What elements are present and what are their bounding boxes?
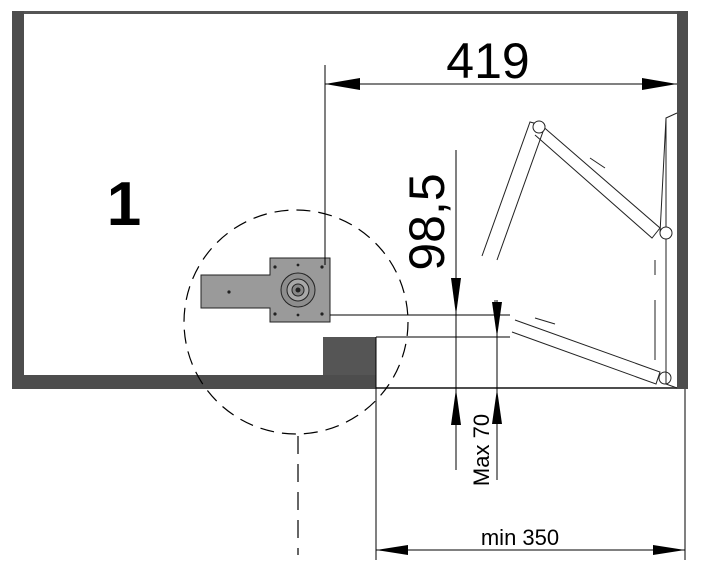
- swing-mechanism: [481, 112, 678, 389]
- cabinet-outline: [12, 11, 688, 389]
- dimension-width-top: [324, 65, 677, 265]
- dimension-max-gap-label: Max 70: [469, 414, 494, 486]
- cabinet-bottom-left: [12, 375, 376, 389]
- cabinet-left-wall: [12, 11, 24, 389]
- dimension-height-offset: [330, 150, 510, 470]
- cabinet-right-wall: [677, 11, 688, 389]
- hinge-plate: [200, 257, 331, 323]
- cabinet-number-label: 1: [107, 170, 141, 239]
- swing-radius-circle: [183, 209, 409, 555]
- dimension-min-opening: [375, 337, 686, 560]
- cabinet-top-edge: [12, 11, 688, 14]
- dimension-min-opening-label: min 350: [481, 525, 559, 550]
- cabinet-bottom-right-thin: [376, 387, 688, 389]
- dimension-height-label: 98,5: [399, 173, 455, 270]
- dimension-width-label: 419: [446, 33, 529, 89]
- mounting-block: [323, 337, 376, 375]
- dimension-max-gap: [492, 300, 502, 480]
